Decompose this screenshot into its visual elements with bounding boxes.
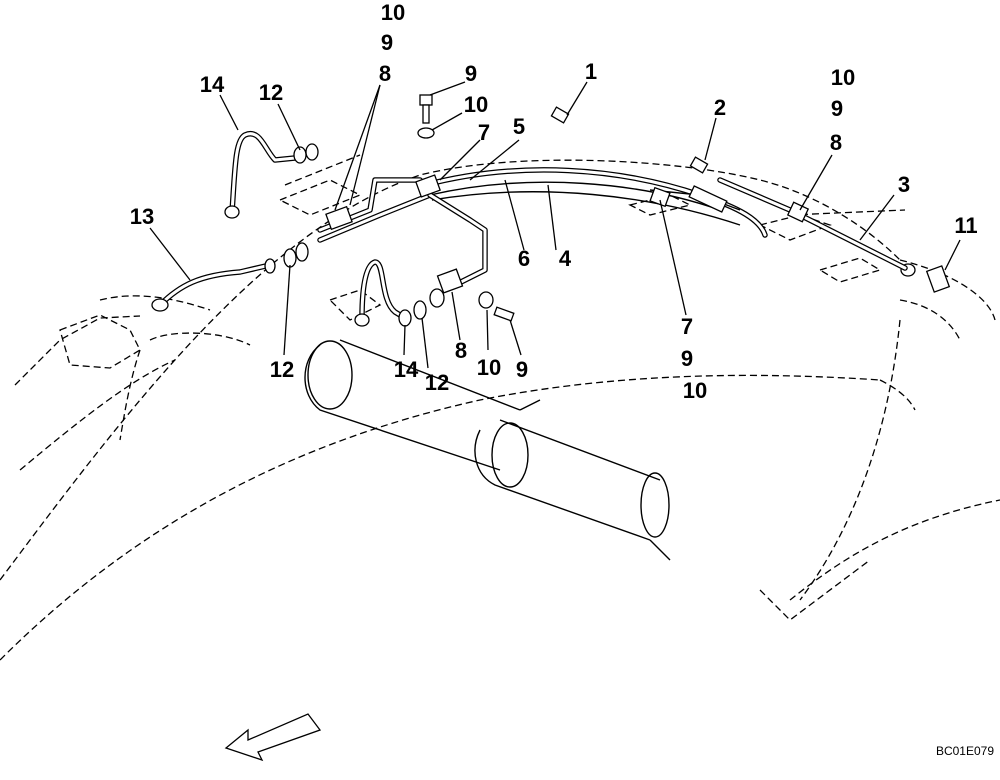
callout-label: 10 <box>683 378 707 403</box>
callout-label: 10 <box>831 65 855 90</box>
callout-label: 8 <box>830 130 842 155</box>
callout-labels: 10 9 8 9 10 7 14 12 5 1 2 10 9 8 3 13 6 … <box>130 0 978 403</box>
callout-label: 12 <box>270 357 294 382</box>
hose-bundle <box>422 167 768 238</box>
callout-label: 12 <box>425 370 449 395</box>
callout-label: 1 <box>585 59 597 84</box>
callout-label: 11 <box>954 213 977 238</box>
callout-label: 9 <box>516 357 528 382</box>
front-direction-arrow-icon <box>224 713 322 762</box>
callout-label: 10 <box>477 355 501 380</box>
reference-code: BC01E079 <box>936 744 994 758</box>
left-hoses <box>151 130 445 327</box>
callout-label: 8 <box>379 61 391 86</box>
callout-label: 14 <box>394 357 419 382</box>
callout-label: 9 <box>465 61 477 86</box>
callout-label: 10 <box>381 0 405 25</box>
callout-label: 9 <box>831 96 843 121</box>
callout-label: 2 <box>714 95 726 120</box>
callout-label: 3 <box>898 172 910 197</box>
callout-label: 5 <box>513 114 525 139</box>
callout-label: 4 <box>559 246 572 271</box>
boom-cylinder <box>304 339 671 561</box>
callout-label: 9 <box>681 346 693 371</box>
callout-label: 6 <box>518 246 530 271</box>
callout-label: 14 <box>200 72 225 97</box>
callout-label: 8 <box>455 338 467 363</box>
callout-label: 7 <box>478 120 490 145</box>
left-tube-assembly <box>317 174 488 294</box>
leader-lines <box>149 81 961 369</box>
boom-outline <box>0 154 1000 661</box>
callout-label: 12 <box>259 80 283 105</box>
callout-label: 7 <box>681 314 693 339</box>
callout-label: 13 <box>130 204 154 229</box>
hardware <box>417 94 951 322</box>
callout-label: 10 <box>464 92 488 117</box>
callout-label: 9 <box>381 30 393 55</box>
